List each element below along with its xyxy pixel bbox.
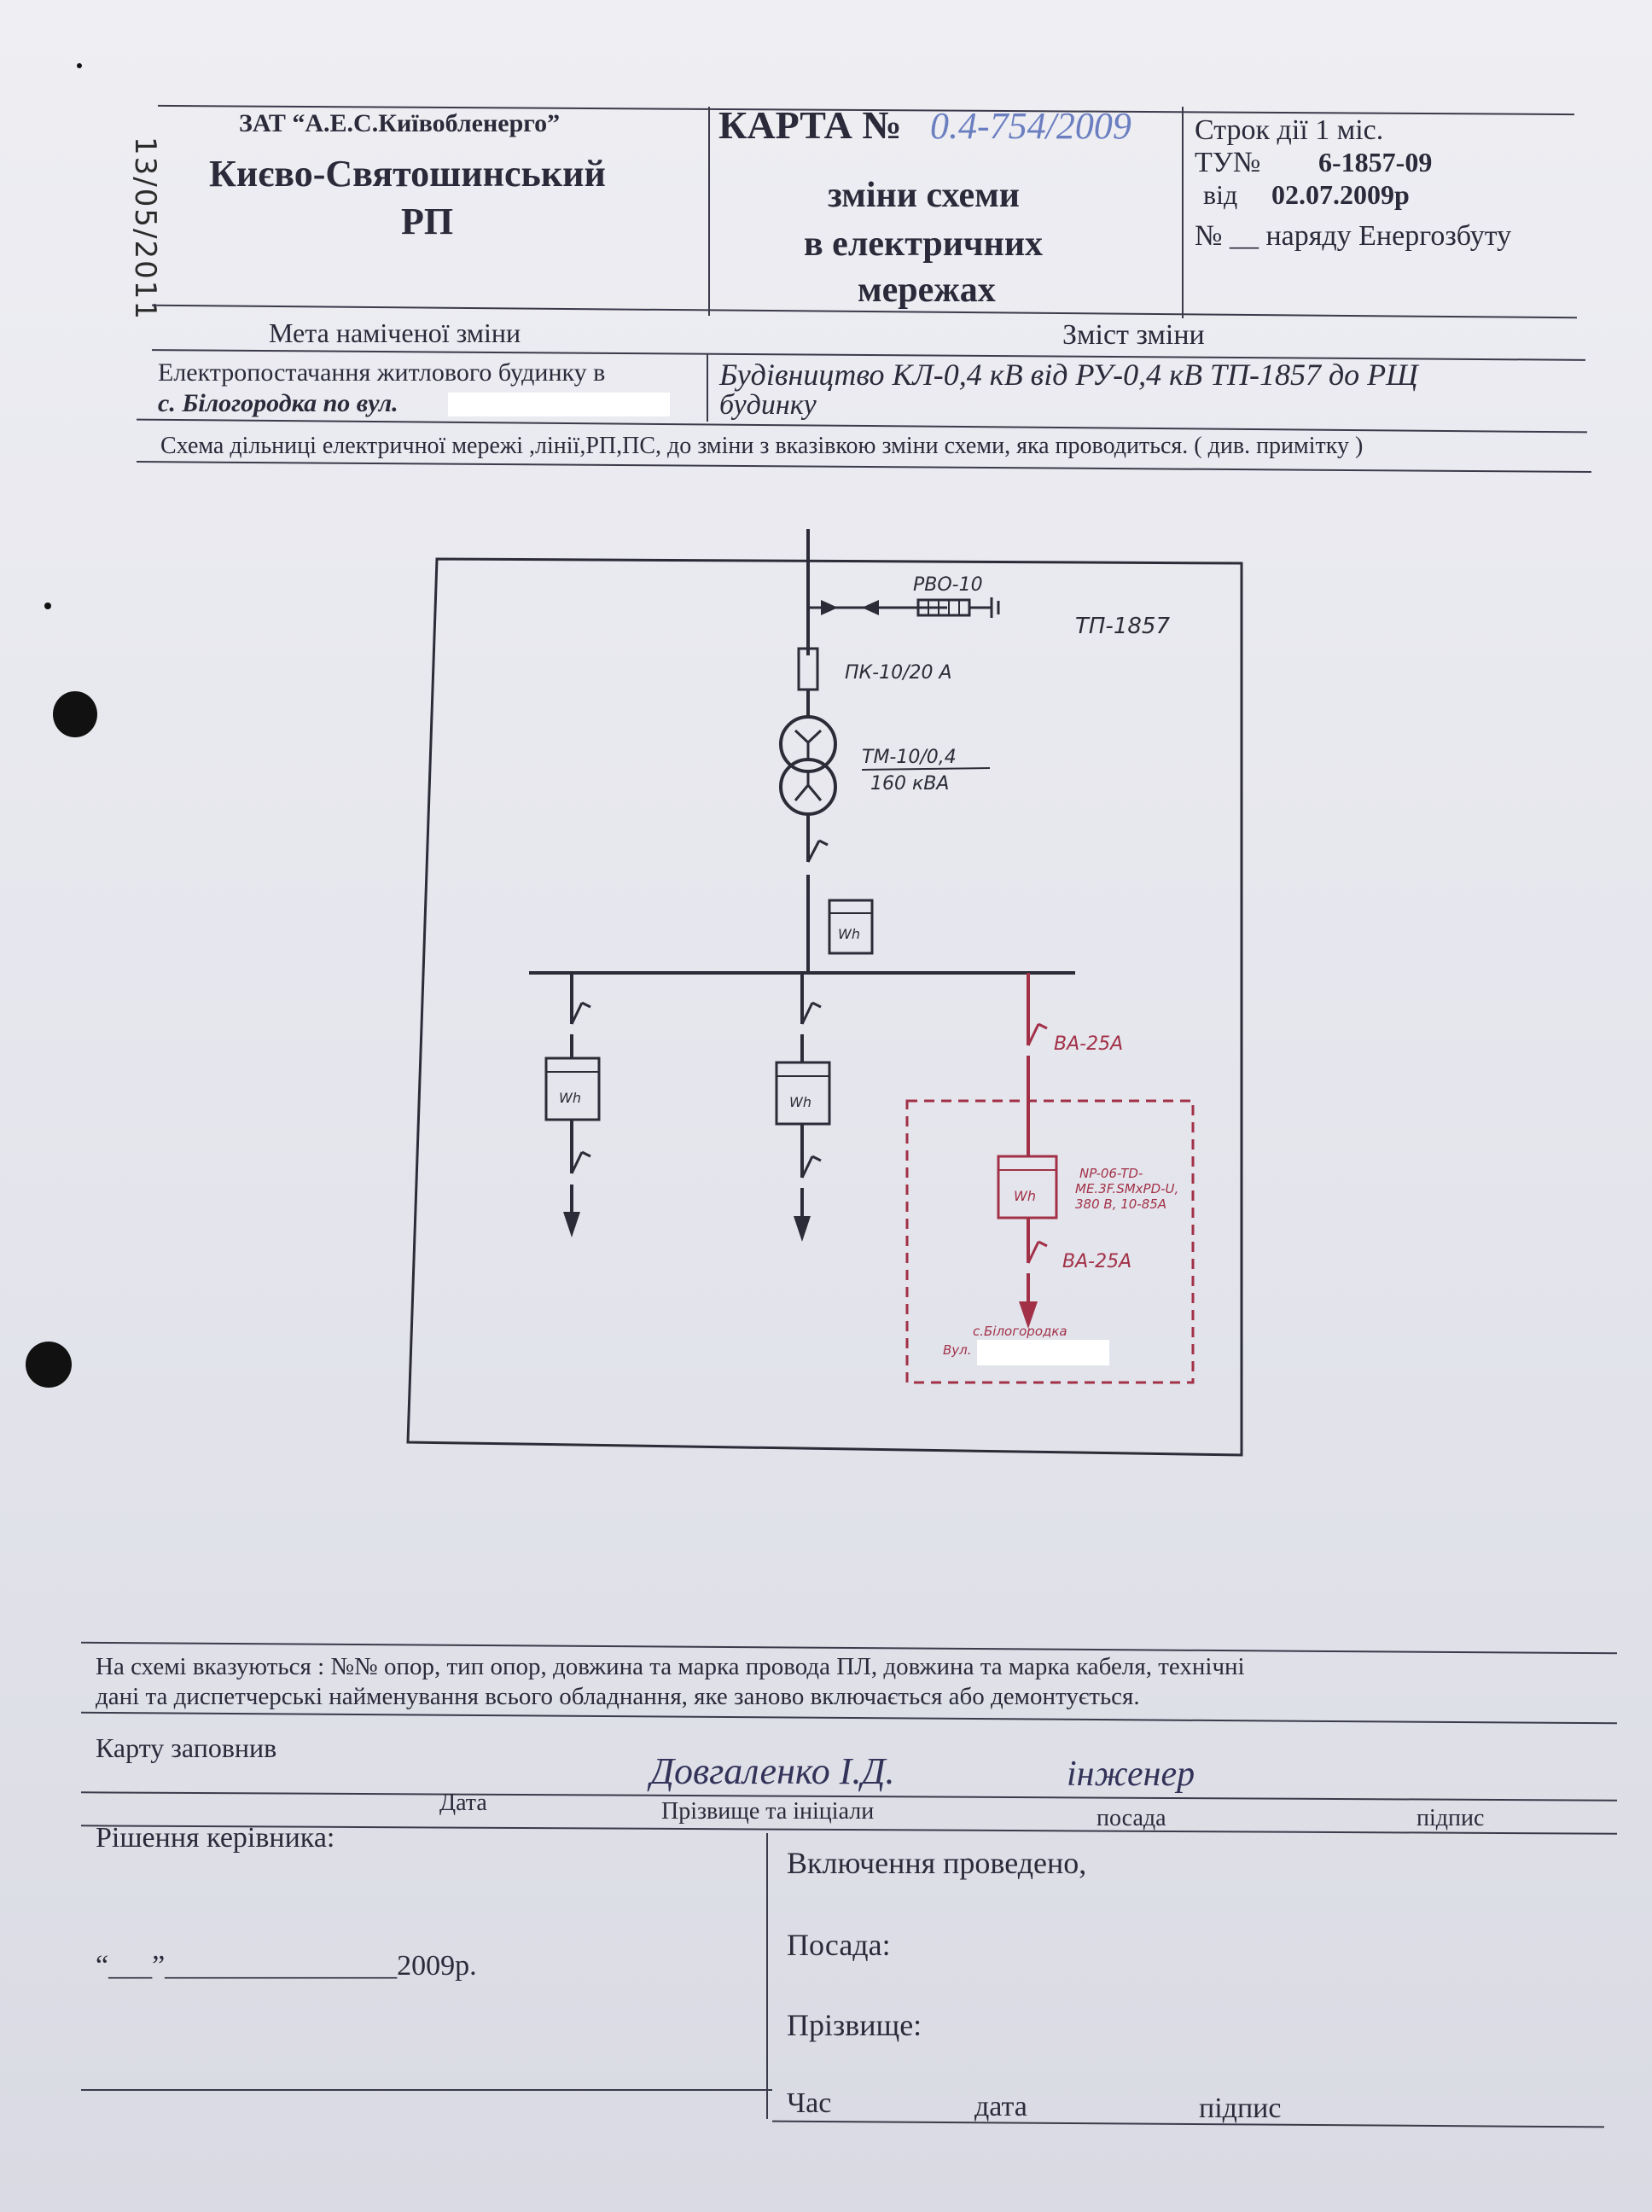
filled-position-value: інженер <box>1067 1755 1195 1794</box>
card-title: КАРТА № <box>718 103 902 147</box>
date-label: дата <box>974 2091 1027 2122</box>
date-stamp: 13/05/2011 <box>128 137 162 321</box>
tu-date-label: від <box>1203 179 1238 210</box>
purpose-col1-line2: с. Білогородка по вул. <box>158 389 398 417</box>
fuse-label: ПК-10/20 А <box>845 662 952 684</box>
new-meter-model-line2: ME.3F.SMxPD-U, <box>1075 1181 1178 1196</box>
header-divider-1 <box>708 107 710 316</box>
purpose-col2-header: Зміст зміни <box>1062 319 1205 351</box>
redacted-address <box>977 1340 1109 1365</box>
filled-name-value: Довгаленко І.Д. <box>650 1750 895 1792</box>
feeder1-meter-label: Wh <box>559 1090 581 1106</box>
location-village: с.Білогородка <box>973 1324 1067 1339</box>
transformer-power-label: 160 кВА <box>870 773 949 795</box>
purpose-col2-line2: будинку <box>719 389 817 421</box>
purpose-col1-line1: Електропостачання житлового будинку в <box>158 358 606 387</box>
punch-hole-bottom <box>26 1342 72 1388</box>
note-line2: дані та диспетчерські найменування всьог… <box>96 1683 1140 1710</box>
single-line-diagram: РВО-10 ТП-1857 ПК-10/20 А ТМ-10/0,4 160 … <box>406 529 1243 1457</box>
substation-label: ТП-1857 <box>1075 614 1170 639</box>
enabled-label: Включення проведено, <box>787 1846 1087 1880</box>
signature-label: підпис <box>1199 2093 1282 2124</box>
decision-left-bottom-line <box>81 2089 772 2091</box>
surname-label: Прізвище: <box>787 2008 922 2042</box>
tu-number: 6-1857-09 <box>1318 147 1433 178</box>
time-label: Час <box>787 2087 832 2119</box>
transformer-model-label: ТМ-10/0,4 <box>862 747 957 768</box>
speck <box>44 602 51 609</box>
tu-label: ТУ№ <box>1195 147 1261 178</box>
filled-label: Карту заповнив <box>96 1732 277 1763</box>
org-company: ЗАТ “А.Е.С.Київобленерго” <box>239 109 561 137</box>
purpose-divider <box>707 353 708 422</box>
breaker-bottom-label: ВА-25А <box>1062 1251 1131 1272</box>
filled-col-date: Дата <box>439 1790 487 1816</box>
purpose-col2-line1: Будівництво КЛ-0,4 кВ від РУ-0,4 кВ ТП-1… <box>719 358 1418 392</box>
speck <box>77 63 82 68</box>
org-division-line2: РП <box>401 201 454 242</box>
breaker-top-label: ВА-25А <box>1054 1033 1123 1055</box>
org-division-line1: Києво-Святошинський <box>209 153 606 195</box>
punch-hole-top <box>53 691 97 737</box>
position-label: Посада: <box>787 1928 891 1962</box>
note-line1: На схемі вказуються : №№ опор, тип опор,… <box>96 1653 1245 1680</box>
decision-label: Рішення керівника: <box>96 1822 335 1854</box>
location-street: Вул. <box>943 1342 972 1358</box>
tu-date: 02.07.2009р <box>1271 179 1410 210</box>
card-number: 0.4-754/2009 <box>930 105 1131 147</box>
card-subtitle-line1: зміни схеми <box>828 176 1020 215</box>
validity: Строк дії 1 міс. <box>1195 114 1384 146</box>
scheme-caption: Схема дільниці електричної мережі ,лінії… <box>160 433 1364 459</box>
purpose-col1-header: Мета наміченої зміни <box>269 317 521 348</box>
card-subtitle-line2: в електричних <box>804 224 1044 264</box>
decision-divider <box>766 1833 768 2119</box>
filled-col-position: посада <box>1096 1805 1166 1831</box>
decision-date-line: “___”________________2009р. <box>96 1950 477 1982</box>
card-subtitle-line3: мережах <box>858 271 996 310</box>
order-number: № __ наряду Енергозбуту <box>1195 220 1512 252</box>
arrester-label: РВО-10 <box>913 574 983 596</box>
header-divider-2 <box>1182 107 1184 318</box>
main-meter-label: Wh <box>838 926 860 942</box>
feeder2-meter-label: Wh <box>789 1094 811 1110</box>
new-meter-label: Wh <box>1014 1188 1036 1204</box>
new-meter-model-line1: NP-06-TD- <box>1079 1166 1143 1181</box>
new-meter-model-line3: 380 В, 10-85А <box>1075 1196 1166 1212</box>
redacted-street <box>448 393 670 416</box>
filled-col-signature: підпис <box>1416 1805 1485 1831</box>
filled-col-name: Прізвище та ініціали <box>661 1798 875 1825</box>
